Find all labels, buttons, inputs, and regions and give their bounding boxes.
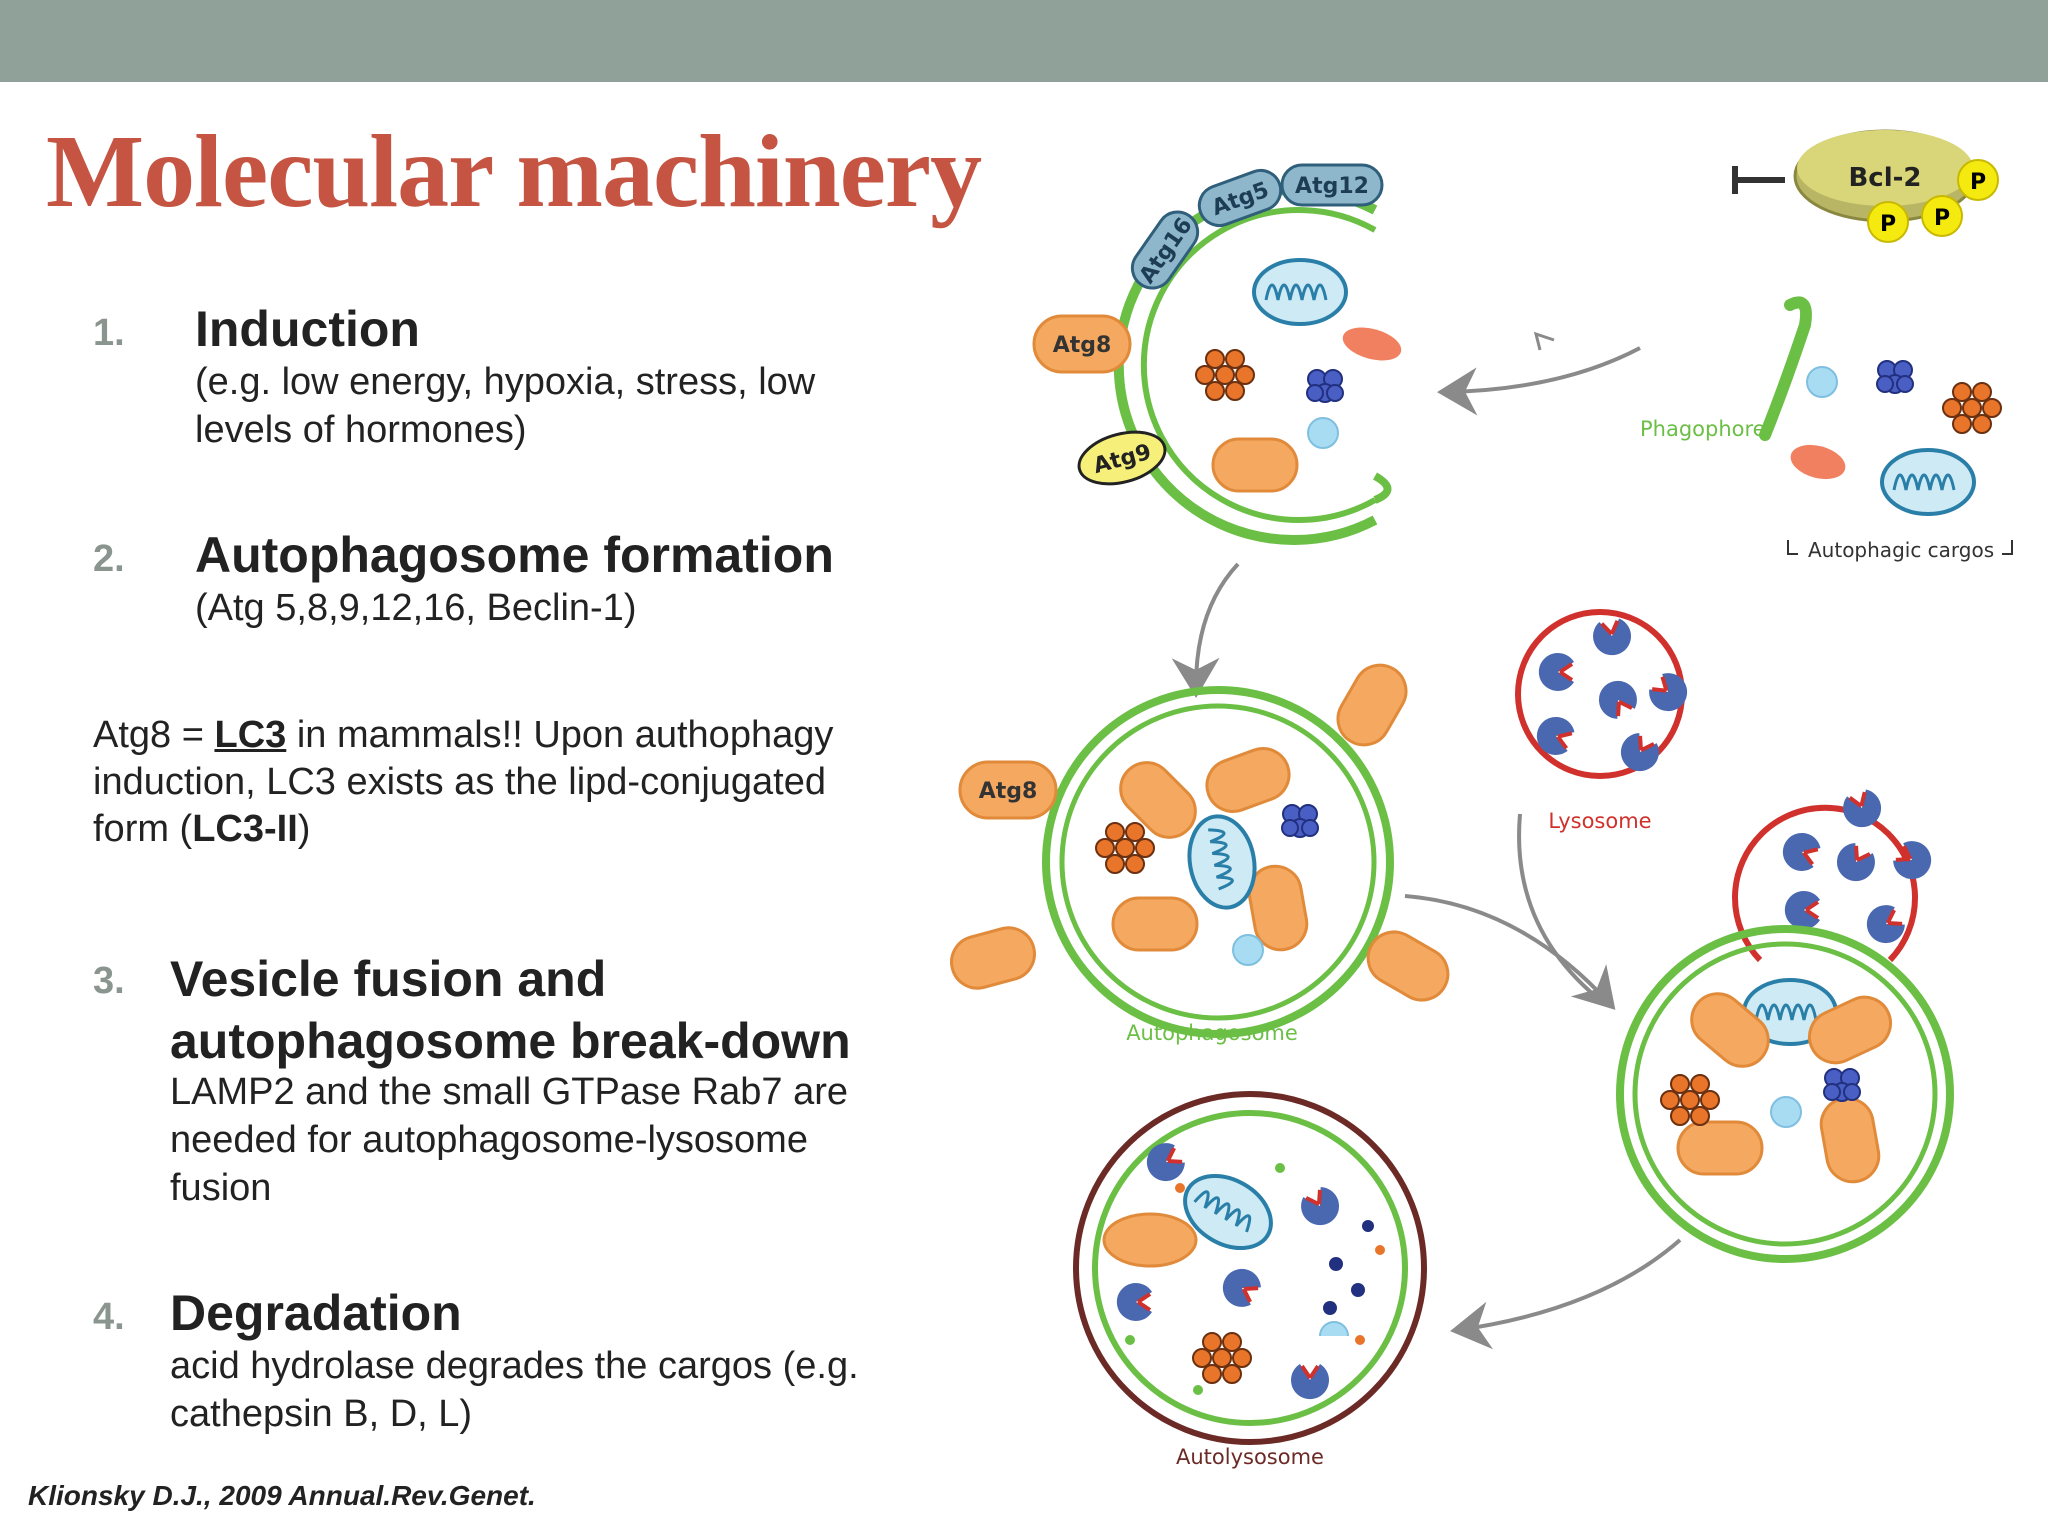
- atg12-label: Atg12: [1295, 174, 1369, 199]
- step-1-body: (e.g. low energy, hypoxia, stress, low l…: [195, 361, 816, 451]
- lc3-note: Atg8 = LC3 in mammals!! Upon authophagy …: [93, 712, 893, 853]
- arrow-to-autophagosome: [1171, 562, 1240, 698]
- lc3-ii-term: LC3-II: [192, 808, 298, 850]
- phagophore-label: Phagophore: [1640, 417, 1766, 441]
- autophagosome-label: Autophagosome: [1126, 1021, 1298, 1045]
- arrow-autophagosome-to-fusion: [1404, 894, 1616, 1010]
- citation: Klionsky D.J., 2009 Annual.Rev.Genet.: [28, 1480, 536, 1511]
- phospho-label-2: P: [1880, 212, 1896, 237]
- note-text-3: ): [297, 808, 311, 850]
- step-3-body: LAMP2 and the small GTPase Rab7 are need…: [170, 1071, 849, 1209]
- note-text-1: Atg8 =: [93, 714, 215, 756]
- phospho-label-3: P: [1934, 206, 1950, 231]
- step-2-number: 2.: [93, 538, 125, 580]
- top-banner: [0, 0, 2048, 82]
- step-2-body: (Atg 5,8,9,12,16, Beclin-1): [195, 587, 637, 629]
- autolysosome: Autolysosome: [1073, 1091, 1427, 1469]
- arrow-to-autolysosome: [1450, 1238, 1682, 1350]
- atg8-label-1: Atg8: [1053, 333, 1112, 358]
- step-3-number: 3.: [93, 960, 125, 1002]
- step-1-heading: Induction: [195, 301, 420, 357]
- step-4-heading: Degradation: [170, 1285, 462, 1341]
- autophagosome: Atg8 Autophagosome: [944, 654, 1459, 1045]
- step-1-number: 1.: [93, 312, 125, 354]
- phospho-label-1: P: [1970, 170, 1986, 195]
- cargos-label: Autophagic cargos: [1808, 538, 1994, 562]
- atg8-label-2: Atg8: [979, 779, 1038, 804]
- bcl2-inhibitor: Bcl-2 P P P: [1732, 129, 1999, 243]
- lysosome: Lysosome: [1515, 609, 1697, 833]
- bcl2-label: Bcl-2: [1848, 163, 1921, 193]
- phagophore-group: Phagophore Autophagic cargos: [1640, 296, 2013, 562]
- step-4-body: acid hydrolase degrades the cargos (e.g.…: [170, 1345, 859, 1435]
- autolysosome-label: Autolysosome: [1176, 1445, 1324, 1469]
- lysosome-label: Lysosome: [1548, 809, 1651, 833]
- step-4-number: 4.: [93, 1296, 125, 1338]
- slide-title: Molecular machinery: [46, 114, 982, 229]
- fusing-vesicle: [1616, 784, 1954, 1263]
- lc3-term: LC3: [214, 714, 287, 756]
- arrow-lysosome-to-fusion: [1517, 813, 1607, 1006]
- forming-autophagosome: Atg16 Atg5 Atg12 Atg8 Atg9: [1032, 163, 1402, 545]
- step-3-heading: Vesicle fusion and autophagosome break-d…: [170, 951, 851, 1069]
- arrow-to-forming: [1437, 346, 1641, 416]
- step-2-heading: Autophagosome formation: [195, 527, 834, 583]
- note-text-2: in mammals!! Upon authophagy induction, …: [93, 714, 834, 850]
